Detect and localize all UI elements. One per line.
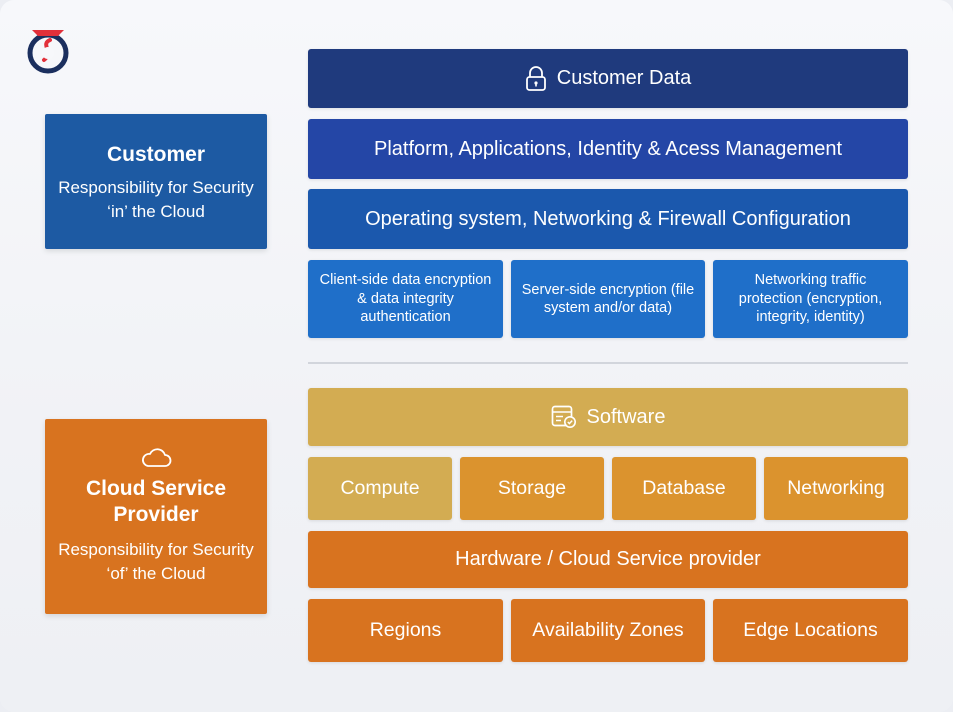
customer-data-layer: Customer Data bbox=[308, 49, 908, 108]
compute-block: Compute bbox=[308, 457, 452, 520]
provider-subtitle: Responsibility for Security ‘of’ the Clo… bbox=[58, 540, 254, 583]
infrastructure-label: Regions bbox=[369, 619, 442, 641]
os-layer: Operating system, Networking & Firewall … bbox=[308, 189, 908, 249]
database-block: Database bbox=[612, 457, 756, 520]
provider-responsibility-panel: Cloud Service Provider Responsibility fo… bbox=[45, 419, 267, 614]
client-side-encryption-block: Client-side data encryption & data integ… bbox=[308, 260, 503, 338]
regions-block: Regions bbox=[308, 599, 503, 662]
encryption-label: Server-side encryption (file system and/… bbox=[521, 281, 695, 317]
platform-label: Platform, Applications, Identity & Acess… bbox=[373, 137, 843, 160]
network-traffic-protection-block: Networking traffic protection (encryptio… bbox=[713, 260, 908, 338]
service-label: Storage bbox=[497, 477, 567, 499]
server-side-encryption-block: Server-side encryption (file system and/… bbox=[511, 260, 705, 338]
service-label: Compute bbox=[340, 477, 420, 499]
encryption-label: Client-side data encryption & data integ… bbox=[319, 272, 492, 326]
lock-icon bbox=[525, 65, 546, 91]
company-logo-icon bbox=[27, 30, 69, 74]
edge-locations-block: Edge Locations bbox=[713, 599, 908, 662]
platform-layer: Platform, Applications, Identity & Acess… bbox=[308, 119, 908, 179]
provider-title: Cloud Service Provider bbox=[85, 477, 227, 526]
customer-subtitle: Responsibility for Security ‘in’ the Clo… bbox=[58, 178, 254, 221]
customer-data-label: Customer Data bbox=[556, 67, 692, 89]
encryption-label: Networking traffic protection (encryptio… bbox=[738, 272, 883, 326]
infrastructure-label: Edge Locations bbox=[743, 619, 878, 641]
hardware-layer: Hardware / Cloud Service provider bbox=[308, 531, 908, 588]
cloud-icon bbox=[142, 448, 172, 467]
software-layer: Software bbox=[308, 388, 908, 446]
availability-zones-block: Availability Zones bbox=[511, 599, 705, 662]
software-icon bbox=[551, 405, 576, 428]
customer-responsibility-panel: Customer Responsibility for Security ‘in… bbox=[45, 114, 267, 249]
infrastructure-label: Availability Zones bbox=[532, 619, 684, 641]
os-label: Operating system, Networking & Firewall … bbox=[365, 207, 851, 230]
software-label: Software bbox=[586, 405, 666, 428]
storage-block: Storage bbox=[460, 457, 604, 520]
service-label: Networking bbox=[787, 477, 885, 499]
service-label: Database bbox=[642, 477, 726, 499]
hardware-label: Hardware / Cloud Service provider bbox=[455, 548, 761, 570]
section-divider bbox=[308, 362, 908, 364]
customer-title: Customer bbox=[106, 143, 206, 166]
networking-block: Networking bbox=[764, 457, 908, 520]
